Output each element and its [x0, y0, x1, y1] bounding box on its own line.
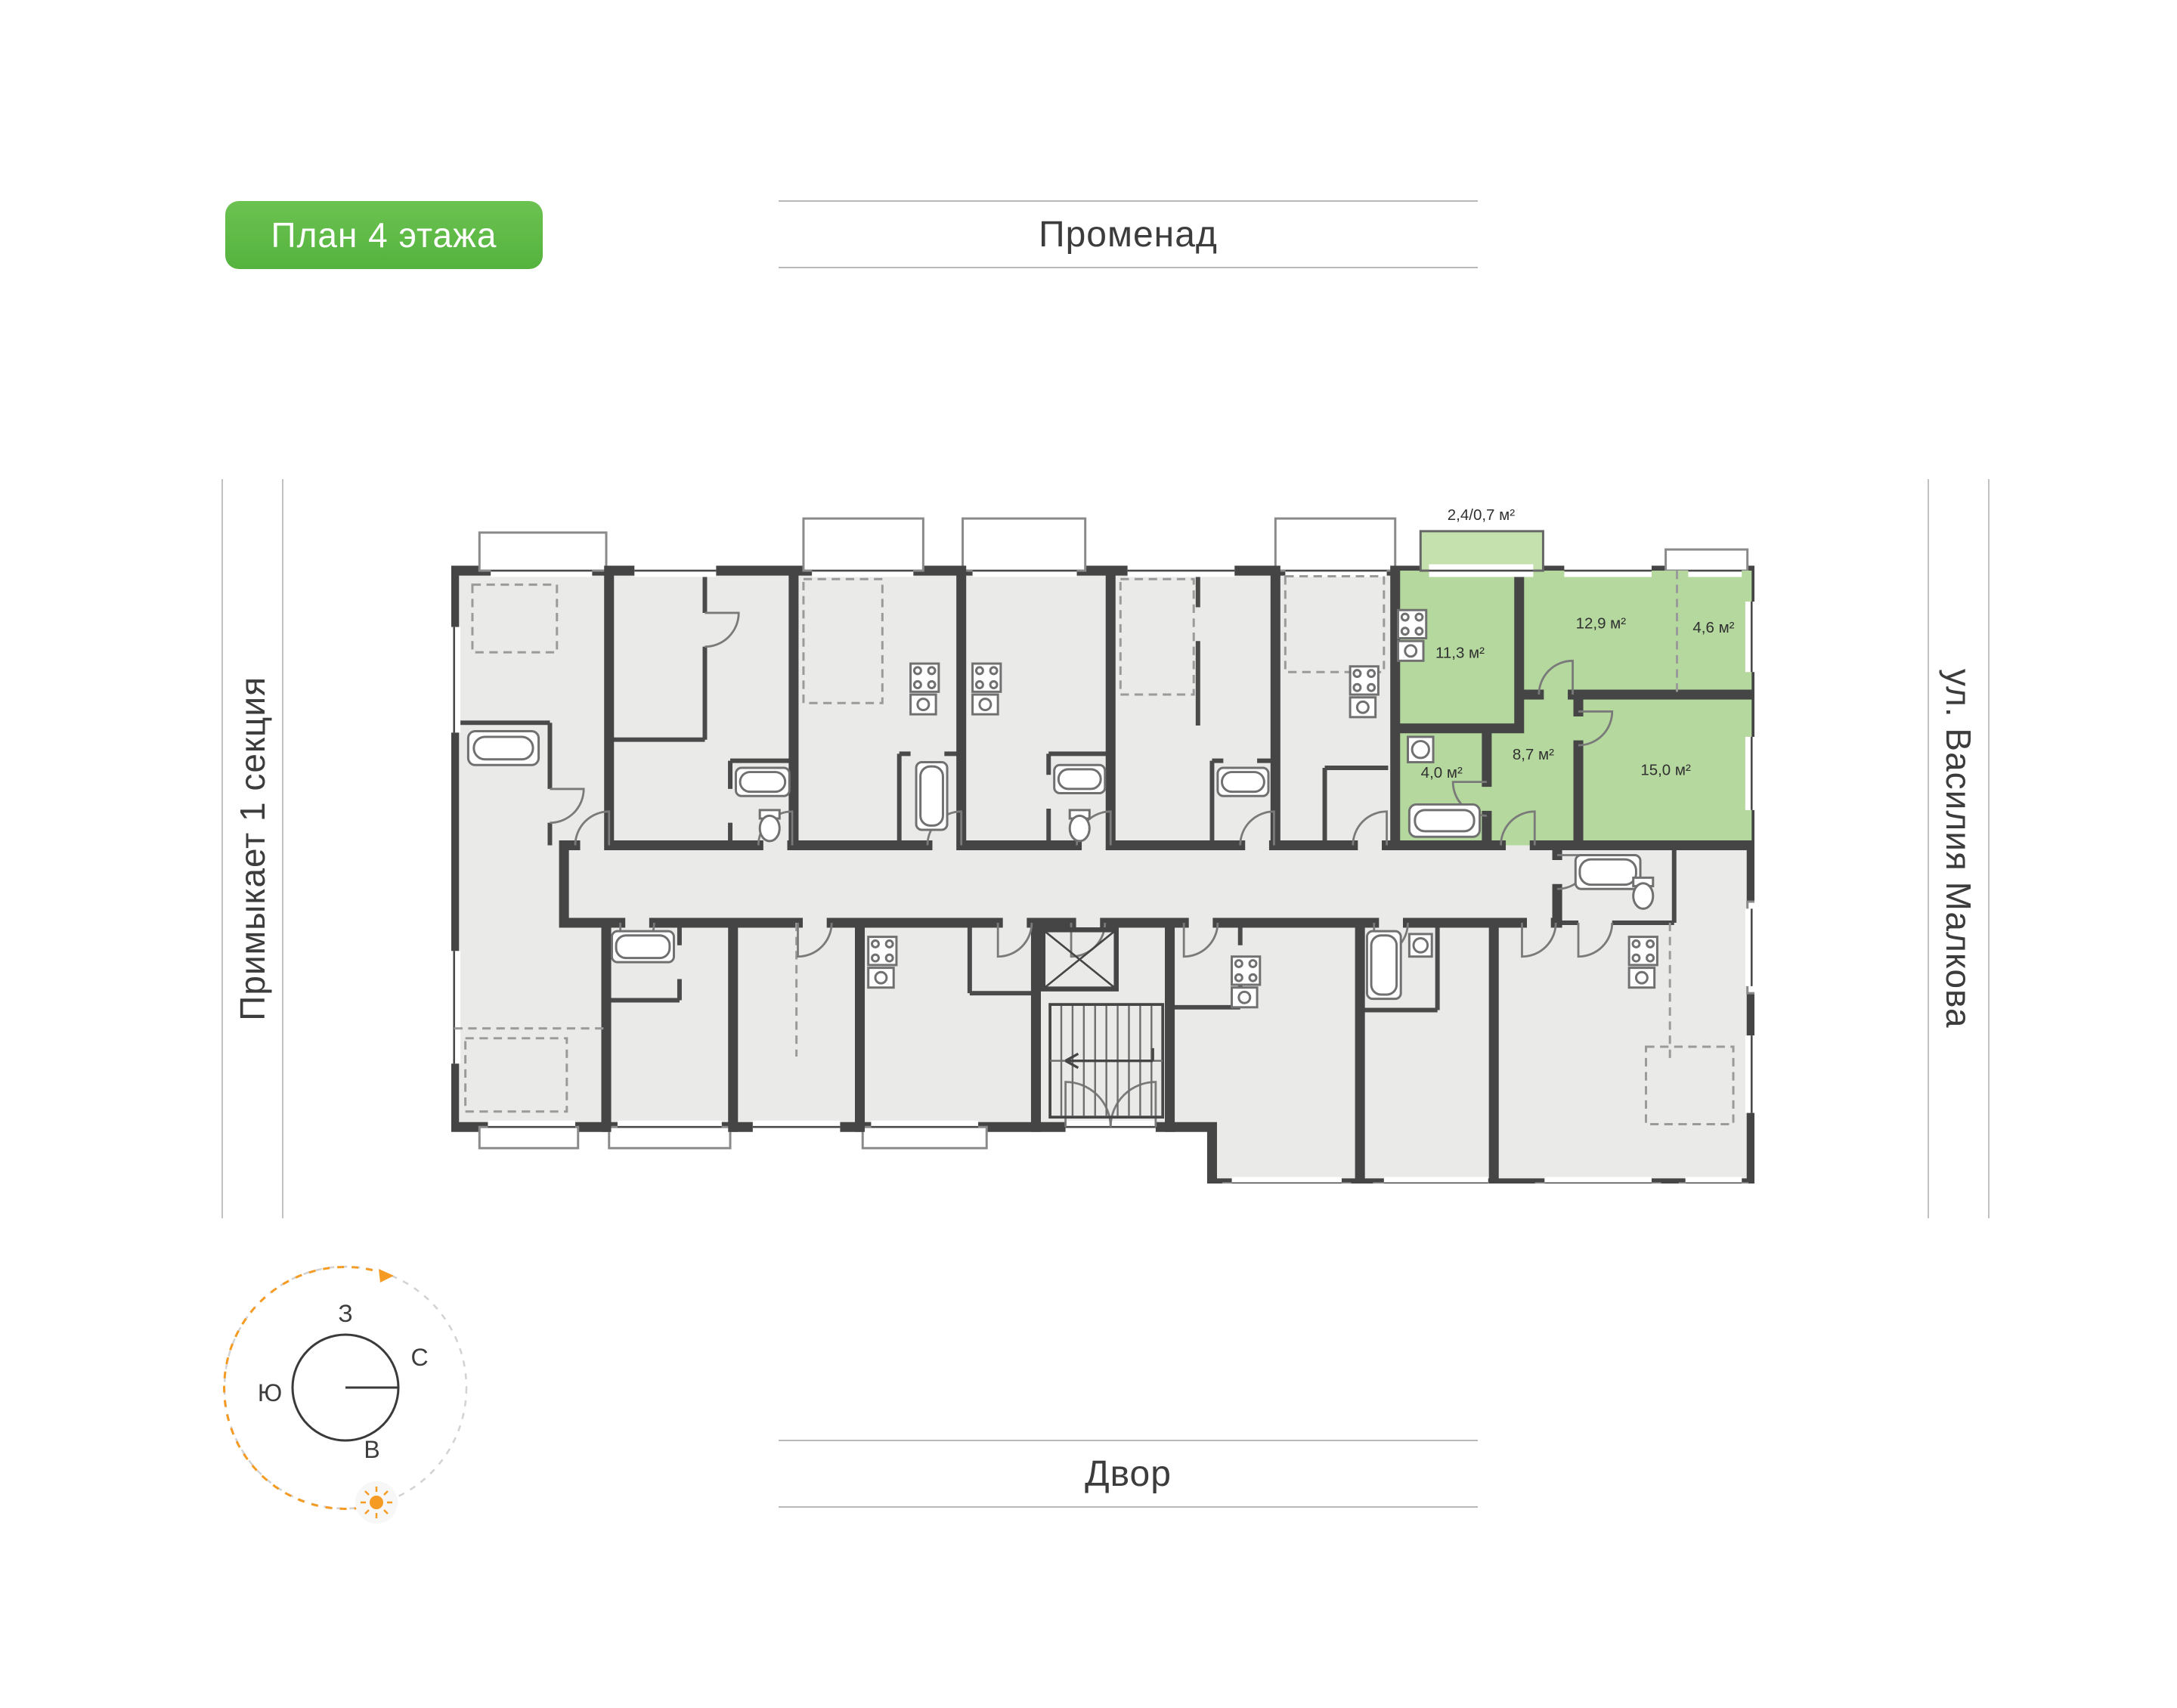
- apartment-balcony-area[interactable]: [1419, 530, 1544, 572]
- dashed-lines: [454, 571, 1735, 1125]
- surrounding-label-yard: Двор: [779, 1440, 1478, 1508]
- arrow-icon: [379, 1269, 394, 1283]
- balcony: [1274, 517, 1397, 572]
- stove-icon: [1627, 936, 1658, 967]
- stove-icon: [1231, 955, 1262, 986]
- stair-direction-arrow: [1064, 1047, 1154, 1069]
- bathtub-icon: [1407, 803, 1482, 838]
- surrounding-label-text: Двор: [1085, 1453, 1172, 1494]
- floor-title-badge: План 4 этажа: [225, 201, 543, 269]
- compass-label-south: Ю: [258, 1379, 282, 1406]
- compass-label-west: З: [338, 1300, 352, 1327]
- bathtub-icon: [466, 730, 540, 766]
- sink-icon: [867, 967, 895, 989]
- bathtub-icon: [915, 761, 949, 831]
- toilet-icon: [1632, 876, 1655, 910]
- floor-plan-container: 2,4/0,7 м² 11,3 м² 12,9 м² 4,6 м² 4,0 м²…: [447, 486, 1777, 1206]
- window-glass-lines: [453, 569, 1753, 1185]
- balcony: [802, 517, 924, 572]
- bathtub-icon: [610, 930, 675, 964]
- compass-outer-dashed-circle: [223, 1265, 468, 1510]
- room-area-label-living: 15,0 м²: [1640, 761, 1691, 778]
- surrounding-label-promenade: Променад: [779, 200, 1478, 268]
- floor-plan: 2,4/0,7 м² 11,3 м² 12,9 м² 4,6 м² 4,0 м²…: [447, 506, 1777, 1206]
- room-area-label-kitchen: 11,3 м²: [1435, 645, 1485, 662]
- sink-icon: [1349, 696, 1377, 719]
- compass-container: З С Ю В: [217, 1259, 474, 1531]
- room-area-label-bedroom: 12,9 м²: [1576, 614, 1627, 632]
- surrounding-label-text: Примыкает 1 секция: [233, 676, 272, 1021]
- interior-walls: [454, 571, 1677, 1013]
- stove-icon: [867, 936, 898, 967]
- stove-icon: [971, 662, 1002, 693]
- toilet-icon: [1068, 809, 1091, 843]
- room-labels: 2,4/0,7 м² 11,3 м² 12,9 м² 4,6 м² 4,0 м²…: [1421, 506, 1735, 781]
- room-area-label-wardrobe: 4,6 м²: [1692, 619, 1734, 636]
- bathtub-icon: [1365, 930, 1402, 1001]
- sink-icon: [971, 693, 999, 716]
- surrounding-label-street: ул. Василия Малкова: [1928, 479, 1990, 1218]
- bathtub-icon: [734, 766, 791, 797]
- bathtub-icon: [1574, 854, 1642, 890]
- surrounding-label-text: Променад: [1039, 214, 1218, 255]
- surrounding-label-text: ул. Василия Малкова: [1939, 669, 1978, 1029]
- sink-icon: [1231, 986, 1259, 1009]
- walls: [559, 565, 1757, 1189]
- stove-icon: [909, 662, 940, 693]
- balcony: [962, 517, 1087, 572]
- stove-icon: [1349, 665, 1380, 696]
- toilet-icon: [758, 809, 781, 843]
- surrounding-label-adjacent-section: Примыкает 1 секция: [221, 479, 283, 1218]
- washer-icon: [1407, 933, 1433, 958]
- bathtub-icon: [1216, 766, 1270, 797]
- balcony: [478, 531, 608, 572]
- room-area-label-bathroom: 4,0 м²: [1421, 764, 1463, 781]
- sink-icon: [1396, 639, 1425, 662]
- elevator-shaft: [1040, 927, 1119, 992]
- sun-icon: [361, 1487, 392, 1518]
- fixtures: [466, 608, 1658, 1009]
- sink-icon: [1627, 967, 1656, 989]
- room-area-label-balcony: 2,4/0,7 м²: [1448, 506, 1515, 524]
- compass-label-north: С: [410, 1344, 428, 1371]
- room-area-label-hallway: 8,7 м²: [1513, 746, 1554, 763]
- compass-label-east: В: [364, 1436, 379, 1463]
- sink-icon: [909, 693, 937, 716]
- elevator-cross: [1042, 929, 1117, 990]
- washer-icon: [1407, 735, 1435, 764]
- compass: З С Ю В: [223, 1265, 468, 1524]
- stairs-elevator: [1040, 927, 1165, 1119]
- stove-icon: [1396, 608, 1428, 639]
- bathtub-icon: [1053, 763, 1107, 795]
